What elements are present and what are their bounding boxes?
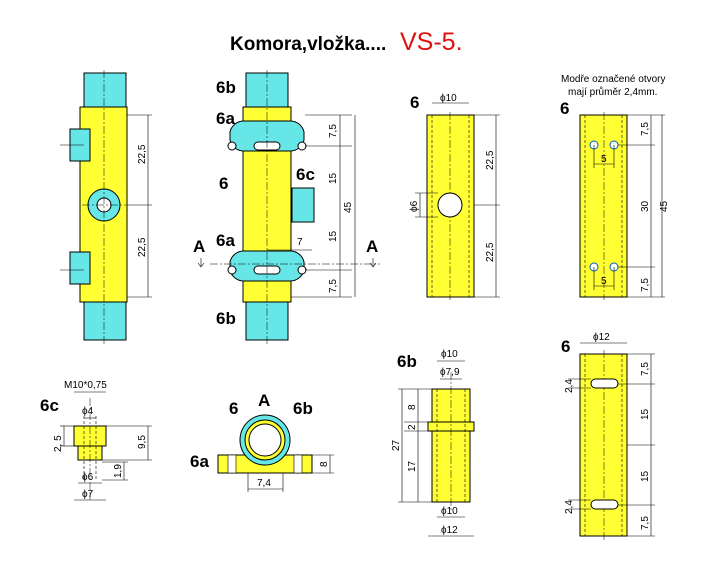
label-6b-bottom: 6b <box>216 309 236 328</box>
dim-27: 27 <box>391 439 402 451</box>
label-6a-section: 6a <box>190 452 209 471</box>
label-6-section: 6 <box>229 399 238 418</box>
label-6-v8: 6 <box>561 337 570 356</box>
tube-top <box>83 72 127 110</box>
dim-phi10-v3: ϕ10 <box>440 93 457 104</box>
dim-2-4-top: 2,4 <box>564 379 575 393</box>
view-section-A: 6 A 6b 6a 7,4 8 <box>190 391 334 492</box>
section-A-left: A <box>193 237 205 256</box>
dim-7-5-v8-bottom: 7,5 <box>640 516 651 530</box>
nipple-6c <box>291 187 315 223</box>
note-line2: mají průměr 2,4mm. <box>568 86 657 98</box>
slot-bottom-v8 <box>590 499 619 510</box>
dim-9-5: 9,5 <box>137 435 148 449</box>
view-part-6-slots: 6 ϕ12 2,4 2,4 7,5 15 15 7,5 <box>561 332 655 540</box>
dim-7-5-v4-top: 7,5 <box>640 122 651 136</box>
label-6b-v7: 6b <box>397 352 417 371</box>
dim-7: 7 <box>297 237 303 248</box>
view-front-assembly: 22,5 22,5 <box>60 70 152 344</box>
label-6a-bottom: 6a <box>216 231 235 250</box>
dim-7-5-v8-top: 7,5 <box>640 362 651 376</box>
dim-22-5-bottom: 22,5 <box>137 237 148 257</box>
dim-phi4: ϕ4 <box>82 406 94 417</box>
section-bore <box>248 423 282 457</box>
dim-45: 45 <box>343 201 354 213</box>
dim-phi12-v7: ϕ12 <box>441 525 458 536</box>
dim-phi6-v3: ϕ6 <box>409 200 420 212</box>
view-part-6b: 6b ϕ10 ϕ7,9 ϕ10 ϕ12 27 8 2 17 <box>391 349 475 537</box>
dim-2: 2 <box>407 424 418 430</box>
dim-7-4: 7,4 <box>257 478 271 489</box>
label-6a-top: 6a <box>216 109 235 128</box>
part-6-side-body <box>579 114 628 298</box>
label-6b-top: 6b <box>216 78 236 97</box>
dim-phi10-v7: ϕ10 <box>441 349 458 360</box>
note-line1: Modře označené otvory <box>561 74 666 85</box>
dim-5-top: 5 <box>601 154 607 165</box>
dim-45-v4: 45 <box>659 200 670 212</box>
label-A-section: A <box>258 391 270 410</box>
dim-22-5-v3-bottom: 22,5 <box>485 242 496 262</box>
label-6-v4: 6 <box>560 99 569 118</box>
dim-phi7-9: ϕ7,9 <box>440 367 460 378</box>
part-6-port <box>437 192 463 218</box>
dim-phi6-v5: ϕ6 <box>82 472 94 483</box>
label-6-v3: 6 <box>410 93 419 112</box>
view-assembly-exploded: 7,5 15 15 7,5 45 7 6b 6a 6 6c 6a 6b A A <box>193 70 380 344</box>
label-6b-section: 6b <box>293 399 313 418</box>
dim-22-5-v3-top: 22,5 <box>485 150 496 170</box>
label-6c: 6c <box>296 165 315 184</box>
slot-top-v8 <box>590 378 619 389</box>
dim-1-9: 1,9 <box>113 464 124 478</box>
dim-phi7: ϕ7 <box>82 489 94 500</box>
dim-8-section: 8 <box>319 461 330 467</box>
label-6: 6 <box>219 174 228 193</box>
dim-15-bottom: 15 <box>328 230 339 242</box>
dim-30: 30 <box>640 200 651 212</box>
title-code: VS-5. <box>400 28 463 56</box>
side-tab-bottom <box>69 251 91 285</box>
view-part-6-side: Modře označené otvory mají průměr 2,4mm.… <box>560 74 670 300</box>
dim-22-5-top: 22,5 <box>137 144 148 164</box>
dim-7-5-v4-bottom: 7,5 <box>640 278 651 292</box>
dim-2-4-bottom: 2,4 <box>564 500 575 514</box>
dim-17: 17 <box>407 460 418 472</box>
dim-phi12-v8: ϕ12 <box>593 332 610 343</box>
title-main: Komora,vložka.... <box>230 34 386 55</box>
dim-15-v8-bottom: 15 <box>640 470 651 482</box>
dim-2-5: 2, 5 <box>53 435 64 452</box>
view-part-6c: 6c M10*0,75 ϕ4 ϕ6 ϕ7 2, 5 9,5 1,9 <box>40 380 152 501</box>
dim-phi10-v7-bottom: ϕ10 <box>441 506 458 517</box>
dim-5-bottom: 5 <box>601 276 607 287</box>
dim-8-v7: 8 <box>407 404 418 410</box>
tube-bottom <box>83 297 127 341</box>
label-6c-v5: 6c <box>40 396 59 415</box>
dim-15-top: 15 <box>328 172 339 184</box>
dim-7-5-bottom: 7,5 <box>328 279 339 293</box>
dim-15-v8-top: 15 <box>640 408 651 420</box>
dim-m10: M10*0,75 <box>64 380 107 391</box>
section-A-right: A <box>366 237 378 256</box>
dim-7-5-top: 7,5 <box>328 124 339 138</box>
view-part-6-front: 6 ϕ10 22,5 22,5 ϕ6 <box>409 93 500 300</box>
